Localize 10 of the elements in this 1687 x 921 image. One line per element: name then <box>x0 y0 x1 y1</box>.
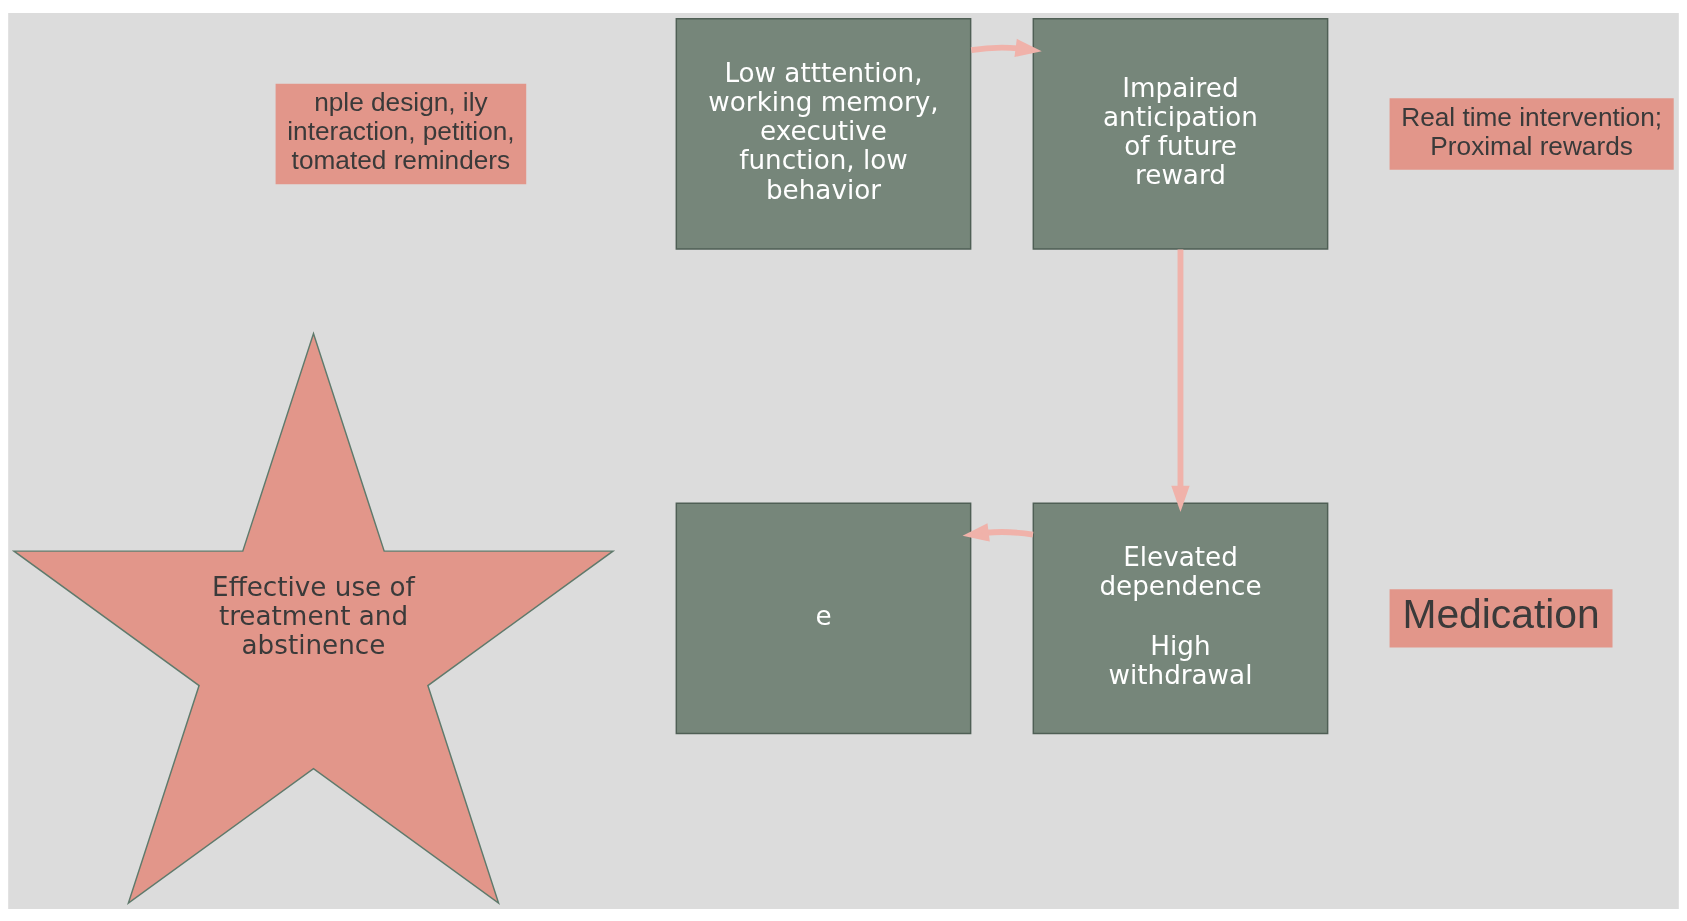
node-box: Real time intervention; Proximal rewards <box>1389 97 1674 170</box>
node-box: Medication <box>1389 588 1613 647</box>
node-box: Low atttention, working memory, executive function, low behavior <box>675 17 972 250</box>
arrow <box>962 522 1034 541</box>
node-box: e <box>675 502 972 734</box>
node-box: Impaired anticipation of future reward <box>1032 17 1329 250</box>
arrow <box>970 38 1042 57</box>
arrow <box>1171 249 1190 512</box>
node-box: nple design, ily interaction, petition, tomated reminders <box>275 83 527 184</box>
node-box: Elevated dependence High withdrawal <box>1032 502 1329 734</box>
